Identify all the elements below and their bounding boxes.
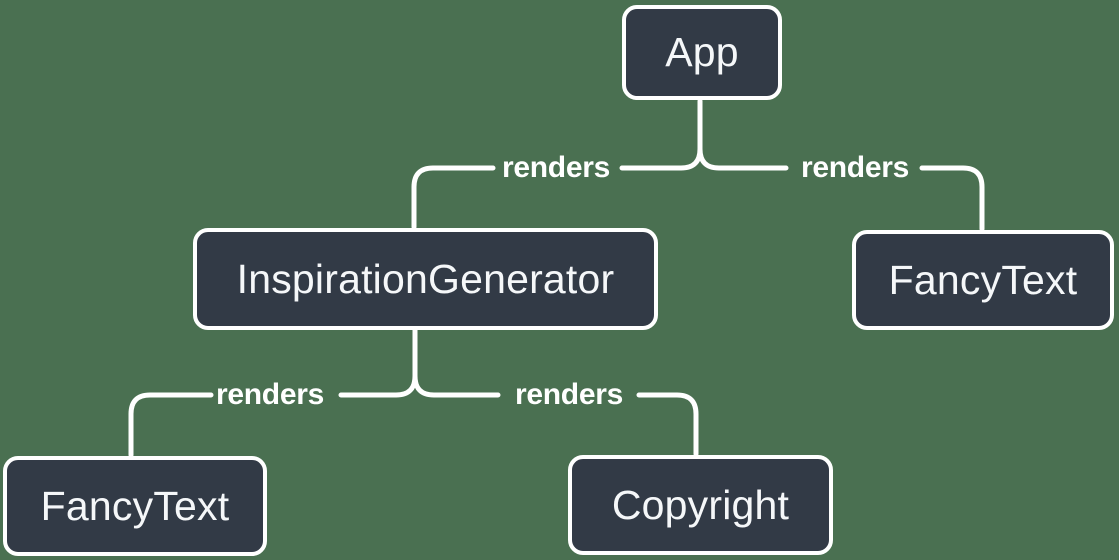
edge-label-renders-app-inspirationgenerator: renders [502,151,610,184]
fork-right-curve [697,146,789,171]
fork-left-curve [619,146,703,171]
node-copyright: Copyright [568,455,833,555]
fork-left-curve [338,373,418,398]
elbow-down-to-fancytext-bottom [128,392,214,458]
node-inspiration-generator: InspirationGenerator [193,228,658,330]
elbow-down-to-inspirationgenerator [411,165,496,230]
edge-inspirationgenerator-to-copyright [412,373,699,457]
node-fancy-text-bottom: FancyText [3,456,267,556]
elbow-down-to-fancytext-top [919,165,985,232]
edge-label-renders-inspirationgenerator-copyright: renders [515,378,623,411]
edge-label-renders-inspirationgenerator-fancytext: renders [216,378,324,411]
node-app: App [622,5,782,100]
fork-right-curve [412,373,501,398]
elbow-down-to-copyright [636,392,699,457]
node-fancy-text-top: FancyText [852,230,1114,330]
edge-app-to-fancytext-top [697,146,985,232]
edge-label-renders-app-fancytext: renders [801,151,909,184]
